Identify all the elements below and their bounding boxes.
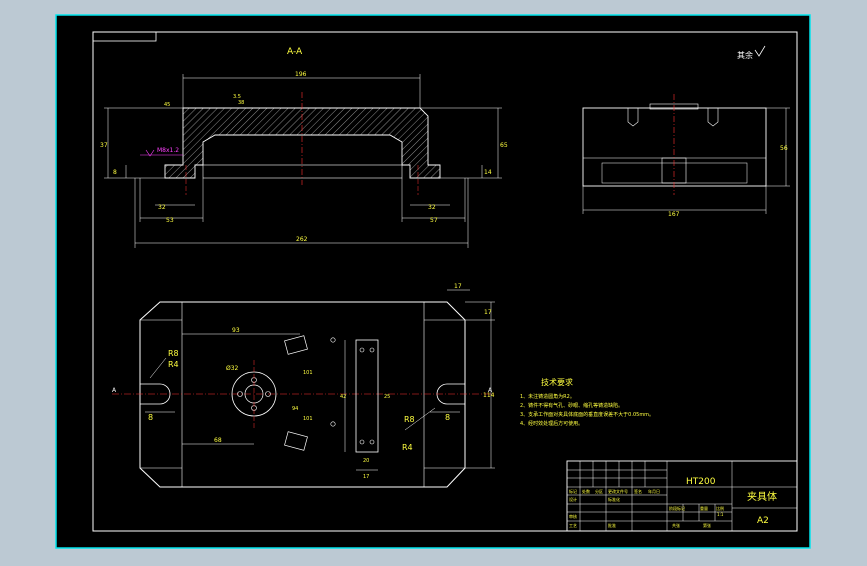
side-view: 167 56 xyxy=(582,94,790,218)
plan-view: A A Ø32 xyxy=(112,283,495,488)
section-cavity xyxy=(202,164,403,179)
material-text: HT200 xyxy=(686,477,716,487)
tech-item-4: 4、经时效处理后方可使用。 xyxy=(520,420,583,427)
section-mark-right: A xyxy=(488,387,493,394)
dim-8a: 8 xyxy=(148,413,153,422)
title-block: HT200 夹具体 A2 1:1 标记 处数 分区 更改文件号 签名 年月日 设… xyxy=(566,460,798,532)
dim-left-height: 37 xyxy=(100,142,108,149)
dim-overall-width: 262 xyxy=(296,236,308,243)
dim-small-1: 45 xyxy=(164,102,170,108)
dim-phi: Ø32 xyxy=(226,365,239,372)
tb-label-10: 批准 xyxy=(608,522,616,528)
tb-label-9: 工艺 xyxy=(569,523,577,528)
tb-label-0: 标记 xyxy=(569,488,577,494)
side-width-dim: 167 xyxy=(668,211,680,218)
radius-r4-left: R4 xyxy=(168,360,179,369)
dim-foot-left-1: 32 xyxy=(158,204,166,211)
thread-note: M8x1.2 xyxy=(157,147,179,154)
plan-outline xyxy=(139,301,466,488)
tb-label-5: 年月日 xyxy=(648,488,660,494)
tech-item-2: 2、铸件不得有气孔、砂眼、缩孔等铸造缺陷。 xyxy=(520,402,623,409)
section-body xyxy=(164,107,441,179)
side-pin-left xyxy=(627,108,639,127)
tech-heading: 技术要求 xyxy=(541,377,573,387)
scale-text: 1:1 xyxy=(717,512,724,517)
dim-small-2: 38 xyxy=(238,100,244,106)
section-dim-lines xyxy=(104,74,502,248)
section-mark-left: A xyxy=(112,387,117,394)
dim-right-height: 65 xyxy=(500,142,508,149)
pad-lower xyxy=(284,431,308,451)
dim-68: 68 xyxy=(214,437,222,444)
tb-label-6: 设计 xyxy=(569,496,577,502)
roughness-note: 其余 xyxy=(737,50,753,60)
tb-label-14: 共张 xyxy=(672,522,680,528)
dim-93: 93 xyxy=(232,327,240,334)
dim-25: 25 xyxy=(384,394,390,400)
dim-114: 114 xyxy=(483,392,495,399)
tb-label-15: 第张 xyxy=(703,522,711,528)
tb-label-4: 签名 xyxy=(634,488,642,494)
side-outline xyxy=(582,107,767,187)
dim-101a: 101 xyxy=(303,370,313,376)
dim-17c: 17 xyxy=(363,474,369,480)
inner-frame xyxy=(92,31,798,532)
dim-42: 42 xyxy=(340,394,346,400)
slot-plate xyxy=(355,339,379,453)
side-height-dim: 56 xyxy=(780,145,788,152)
dim-17b: 17 xyxy=(484,309,492,316)
tech-requirements: 技术要求 1、未注铸造圆角为R2。 2、铸件不得有气孔、砂眼、缩孔等铸造缺陷。 … xyxy=(520,377,654,427)
radius-r8-right: R8 xyxy=(404,415,415,424)
dim-8b: 8 xyxy=(445,413,450,422)
tb-label-3: 更改文件号 xyxy=(608,488,628,494)
tb-label-12: 重量 xyxy=(700,505,708,511)
tech-item-1: 1、未注铸造圆角为R2。 xyxy=(520,393,575,400)
dim-20: 20 xyxy=(363,458,369,464)
side-pin-right xyxy=(707,108,719,127)
dim-foot-left-2: 53 xyxy=(166,217,174,224)
radius-r4-right: R4 xyxy=(402,443,413,452)
radius-r8-left: R8 xyxy=(168,349,179,358)
dim-small-3: 3.5 xyxy=(233,94,241,100)
tb-label-7: 标准化 xyxy=(608,496,620,502)
dim-101b: 101 xyxy=(303,416,313,422)
dim-94: 94 xyxy=(292,406,298,412)
dim-foot-right-2: 57 xyxy=(430,217,438,224)
dim-foot-right-1: 32 xyxy=(428,204,436,211)
sheet-size-text: A2 xyxy=(757,516,769,526)
tb-label-11: 阶段标记 xyxy=(669,505,685,511)
dim-17a: 17 xyxy=(454,283,462,290)
dim-top-width: 196 xyxy=(295,71,307,78)
tb-label-8: 审核 xyxy=(569,513,577,519)
section-view: A-A 其余 xyxy=(100,45,766,248)
tech-item-3: 3、支承工作面对夹具体底面的垂直度误差不大于0.05mm。 xyxy=(520,411,654,418)
tb-label-2: 分区 xyxy=(595,488,603,494)
pad-upper xyxy=(284,335,308,355)
roughness-mark xyxy=(145,149,155,157)
tb-label-13: 比例 xyxy=(716,505,724,511)
section-title: A-A xyxy=(287,47,303,57)
corner-code-box xyxy=(92,31,157,42)
dim-base-right: 14 xyxy=(484,169,492,176)
roughness-symbol xyxy=(754,45,766,57)
part-name-text: 夹具体 xyxy=(747,490,777,503)
tb-label-1: 处数 xyxy=(582,488,590,494)
dim-base-left: 8 xyxy=(113,169,117,176)
